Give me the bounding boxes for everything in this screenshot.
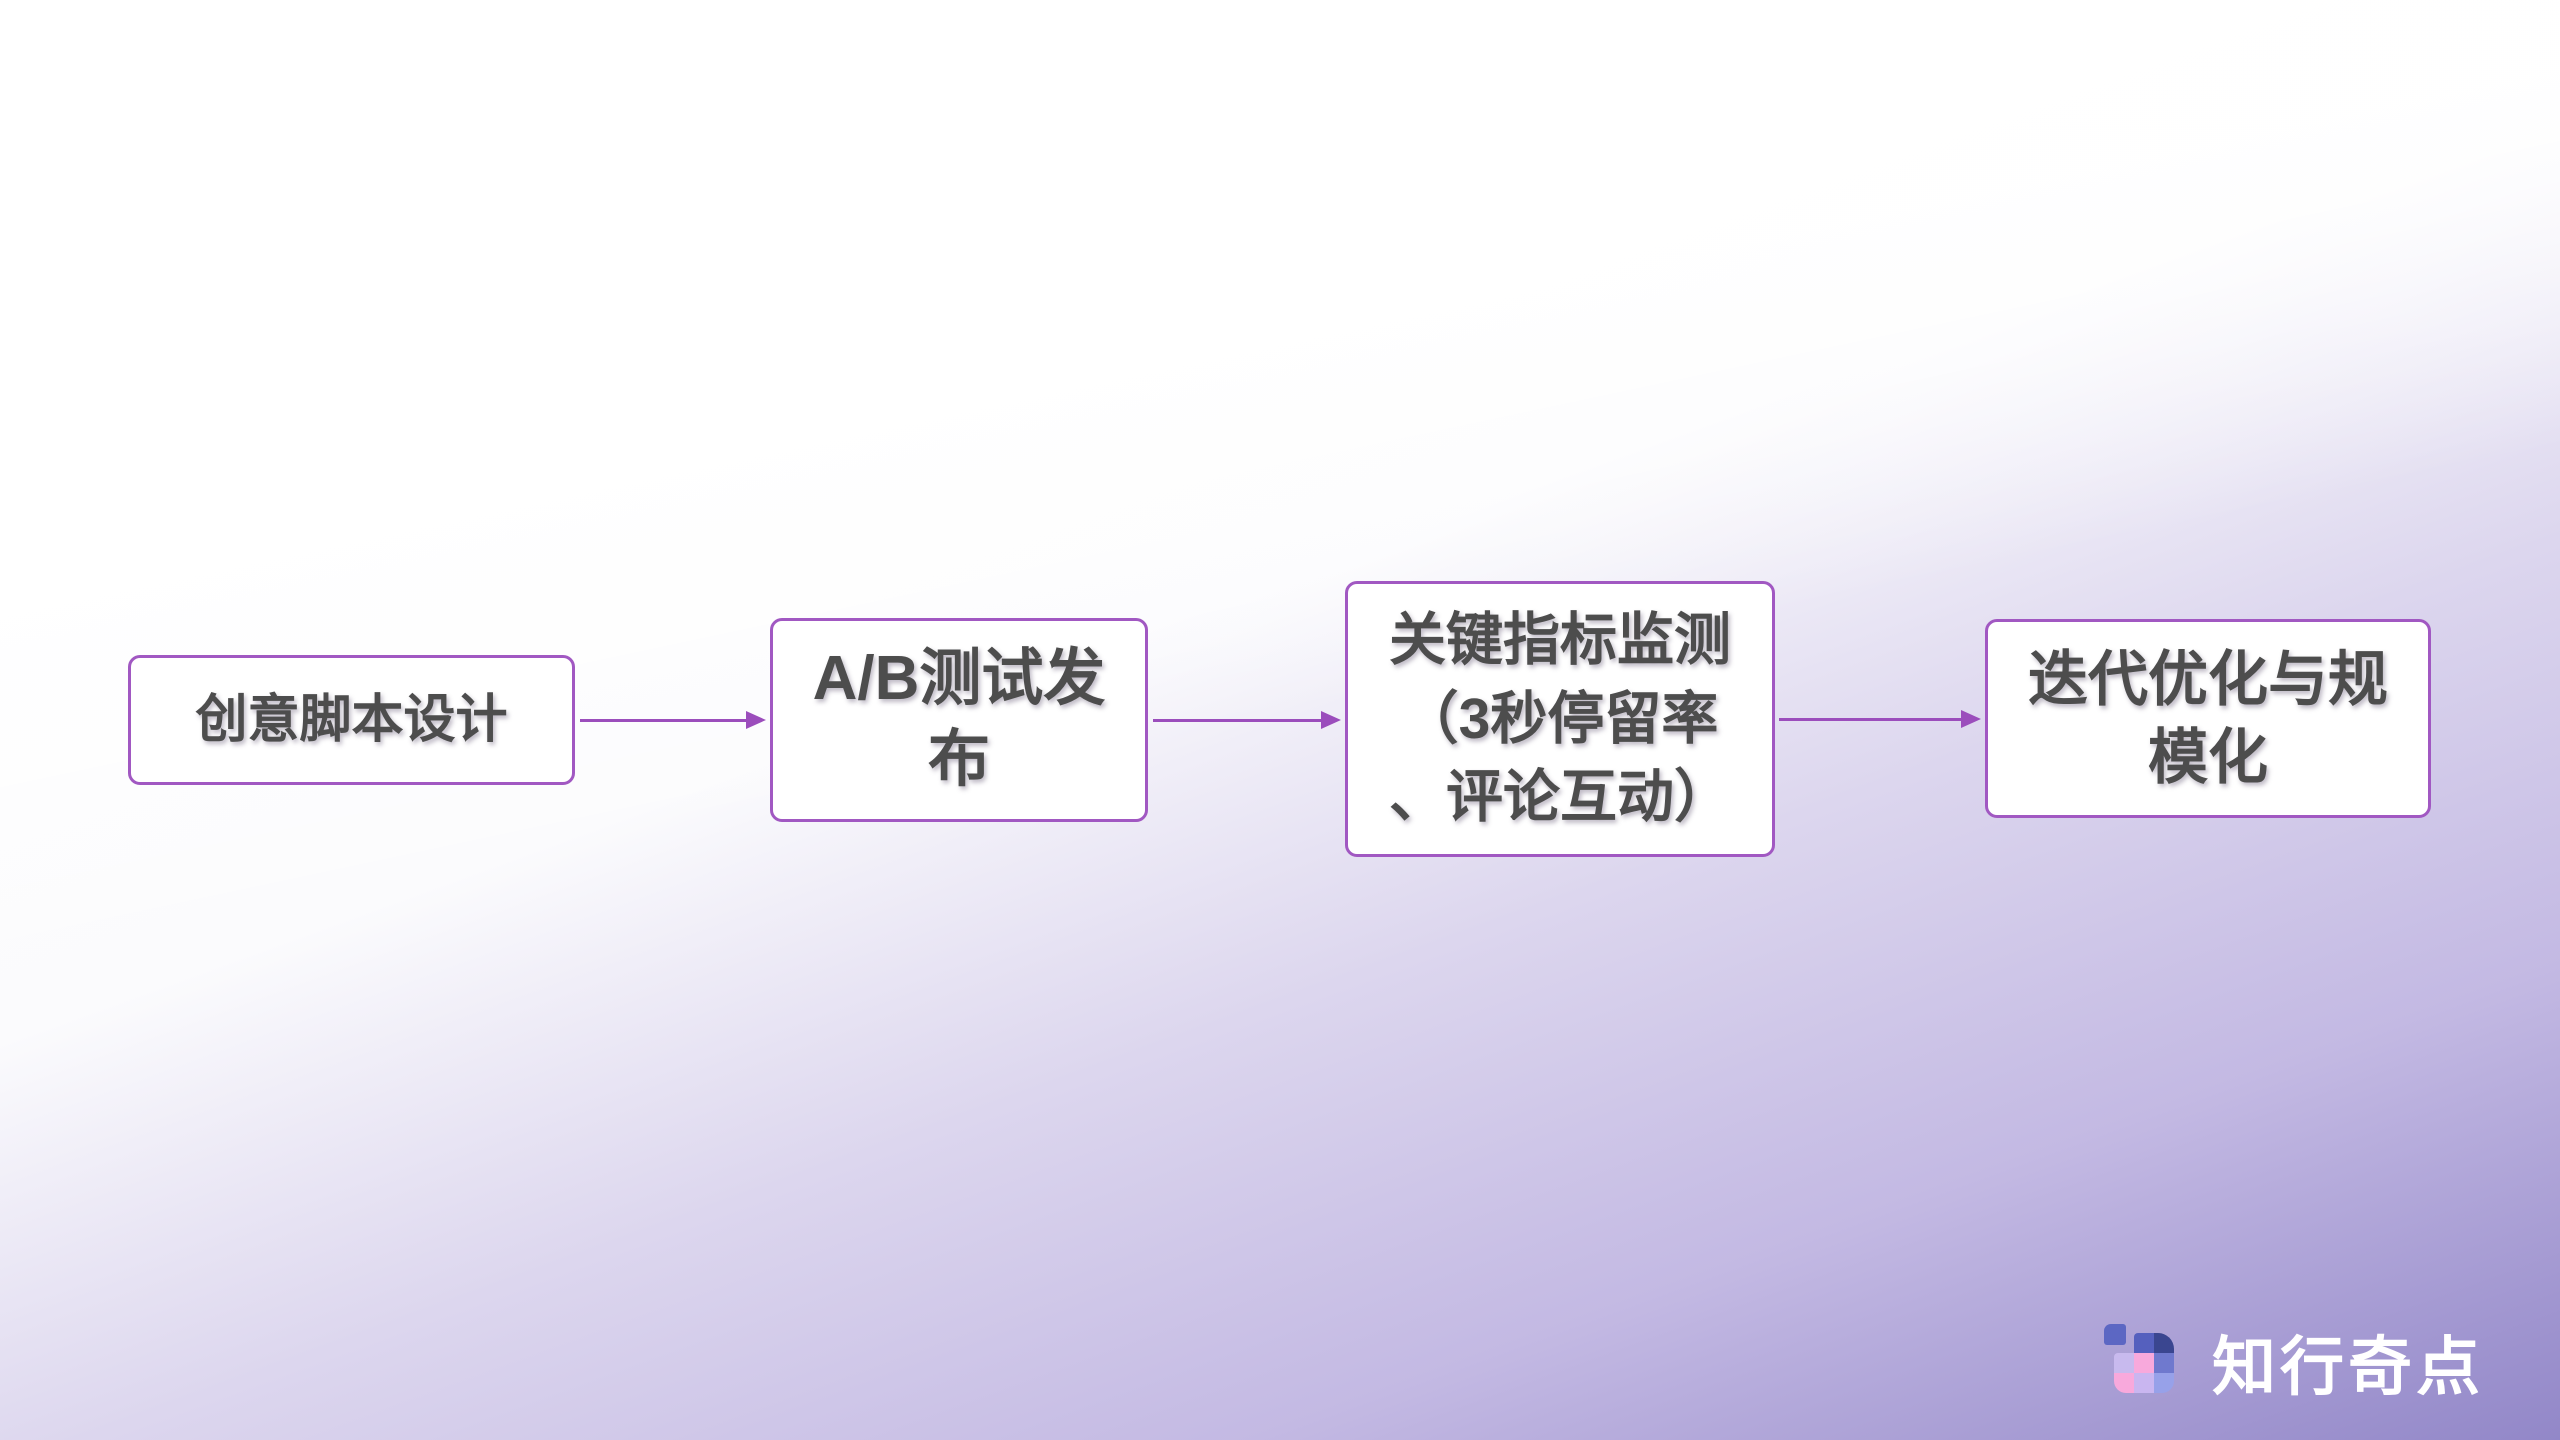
flow-step-label: 创意脚本设计 xyxy=(195,688,507,753)
logo-grid-cell xyxy=(2134,1373,2154,1393)
flow-step-label: 关键指标监测 （3秒停留率 、评论互动） xyxy=(1389,601,1731,837)
label-line: 、评论互动） xyxy=(1389,765,1731,830)
arrow-line xyxy=(1779,717,1961,721)
flow-step-creative-script-design[interactable]: 创意脚本设计 xyxy=(128,655,575,785)
label-line: A/B测试发 xyxy=(812,644,1106,714)
flow-step-iterative-optimization-scaling[interactable]: 迭代优化与规 模化 xyxy=(1985,619,2431,818)
logo-grid-cell xyxy=(2114,1353,2134,1373)
flow-step-ab-test-release[interactable]: A/B测试发 布 xyxy=(770,618,1148,822)
label-line: 创意脚本设计 xyxy=(195,690,508,749)
flow-arrow-2 xyxy=(1153,710,1341,730)
flow-arrow-3 xyxy=(1779,709,1981,729)
label-line: 模化 xyxy=(2148,723,2268,791)
logo-grid-cell xyxy=(2114,1373,2134,1393)
logo-grid-cell xyxy=(2134,1353,2154,1373)
logo-grid-cell xyxy=(2154,1373,2174,1393)
logo-grid-cell xyxy=(2154,1333,2174,1353)
arrow-head-icon xyxy=(746,711,766,729)
logo-chip-square xyxy=(2104,1324,2126,1345)
label-line: 迭代优化与规 xyxy=(2028,645,2388,713)
arrow-line xyxy=(1153,718,1321,722)
label-line: （3秒停留率 xyxy=(1401,686,1719,751)
label-line: 布 xyxy=(927,725,990,794)
arrow-head-icon xyxy=(1961,710,1981,728)
logo-grid xyxy=(2114,1333,2174,1393)
flow-step-key-metrics-monitoring[interactable]: 关键指标监测 （3秒停留率 、评论互动） xyxy=(1345,581,1775,857)
brand-logo-text: 知行奇点 xyxy=(2212,1331,2484,1403)
flow-step-label: 迭代优化与规 模化 xyxy=(2028,641,2388,797)
logo-grid-cell xyxy=(2134,1333,2154,1353)
brand-logo: 知行奇点 xyxy=(2104,1316,2484,1408)
logo-grid-cell xyxy=(2114,1333,2134,1353)
arrow-line xyxy=(580,718,746,722)
label-line: 关键指标监测 xyxy=(1389,608,1731,673)
flow-arrow-1 xyxy=(580,710,766,730)
mosaic-grid-icon xyxy=(2104,1324,2182,1400)
logo-grid-cell xyxy=(2154,1353,2174,1373)
arrow-head-icon xyxy=(1321,711,1341,729)
flow-step-label: A/B测试发 布 xyxy=(813,639,1106,800)
